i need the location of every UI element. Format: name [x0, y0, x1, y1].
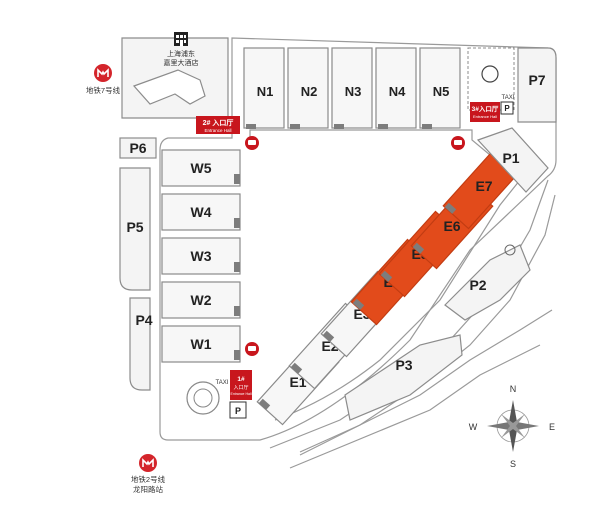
hall-door	[234, 262, 240, 272]
lower-road	[299, 309, 553, 456]
hall-label: N4	[389, 84, 406, 99]
parking-label-p1: P1	[502, 150, 519, 166]
hall-door	[234, 174, 240, 184]
hall-label: W3	[191, 248, 212, 264]
parking-zone-p1	[476, 127, 549, 193]
entrance-2-title: 2# 入口厅	[203, 119, 234, 127]
parking-label-p6: P6	[129, 140, 146, 156]
hall-w1[interactable]: W1	[161, 325, 241, 363]
bus-icon-east	[451, 136, 465, 150]
entrance-3-subtitle: Entrance Hall	[473, 114, 497, 119]
hall-door	[378, 124, 388, 129]
hall-door	[234, 218, 240, 228]
parking-sign-north	[500, 101, 514, 115]
hall-door	[444, 202, 457, 214]
parking-zone-p3	[344, 334, 463, 421]
hall-label: N5	[433, 84, 450, 99]
entrance-3-title: 3#入口厅	[472, 105, 499, 113]
compass-rose-icon	[487, 400, 539, 452]
parking-label-p2: P2	[469, 277, 486, 293]
metro-icon-line2	[139, 454, 157, 472]
hall-label: E7	[475, 178, 492, 194]
hall-w5[interactable]: W5	[161, 149, 241, 187]
parking-zone-p4	[129, 297, 151, 391]
hall-label: E6	[443, 218, 460, 234]
hall-door	[246, 124, 256, 129]
hall-label: W5	[191, 160, 212, 176]
compass-w: W	[469, 422, 478, 432]
entrance-1-cn: 入口厅	[233, 385, 248, 391]
hall-w3[interactable]: W3	[161, 237, 241, 275]
bus-icon-north	[245, 136, 259, 150]
metro-line7-label: 地铁7号线	[86, 85, 121, 95]
hall-n3[interactable]: N3	[331, 47, 373, 129]
roundabout-east	[504, 244, 516, 256]
hall-door	[422, 124, 432, 129]
taxi-loop-north	[481, 65, 499, 83]
parking-zone-p5	[119, 167, 151, 291]
entrance-2-subtitle: Entrance Hall	[204, 128, 231, 133]
parking-label-p5: P5	[126, 219, 143, 235]
parking-sign-south	[229, 401, 247, 419]
hall-door	[412, 242, 425, 254]
taxi-loop-south	[186, 381, 220, 415]
hall-label: N3	[345, 84, 362, 99]
parking-zone-p7	[517, 47, 557, 123]
hall-label: N1	[257, 84, 274, 99]
hall-door	[290, 362, 303, 374]
hall-door	[234, 306, 240, 316]
hall-door	[380, 270, 393, 282]
parking-label-p3: P3	[395, 357, 412, 373]
hall-label: W1	[191, 336, 212, 352]
hotel-name-line2: 嘉里大酒店	[164, 58, 199, 67]
bus-icon-south	[245, 342, 259, 356]
hall-door	[258, 398, 271, 410]
compass-s: S	[510, 459, 516, 469]
lower-road-2	[289, 344, 541, 469]
metro-line2-label-2: 龙阳路站	[133, 484, 163, 494]
entrance-1-title: 1#	[237, 376, 245, 383]
hall-w2[interactable]: W2	[161, 281, 241, 319]
entrance-1-sign[interactable]	[230, 370, 252, 400]
metro-icon-line7	[94, 64, 112, 82]
entrance-3-sign[interactable]	[470, 102, 500, 122]
hall-door	[322, 330, 335, 342]
parking-label-p4: P4	[135, 312, 152, 328]
hall-n2[interactable]: N2	[287, 47, 329, 129]
hall-door	[290, 124, 300, 129]
compass-n: N	[510, 384, 517, 394]
taxi-label-north: TAXI	[502, 95, 515, 101]
metro-line2-label-1: 地铁2号线	[131, 474, 166, 484]
parking-zone-p6	[119, 137, 157, 159]
hall-label: W2	[191, 292, 212, 308]
entrance-1-subtitle: Entrance Hall	[230, 392, 251, 396]
taxi-label-south: TAXI	[216, 380, 229, 386]
outer-road	[269, 179, 549, 449]
hotel-icon	[174, 32, 188, 46]
hall-n5[interactable]: N5	[419, 47, 461, 129]
entrance-2-sign[interactable]	[196, 116, 240, 134]
hall-w4[interactable]: W4	[161, 193, 241, 231]
hall-n1[interactable]: N1	[243, 47, 285, 129]
hall-n4[interactable]: N4	[375, 47, 417, 129]
hotel-name-line1: 上海浦东	[167, 49, 195, 58]
hall-door	[352, 298, 365, 310]
hotel-building	[132, 69, 206, 105]
parking-label-p7: P7	[528, 72, 545, 88]
parking-sign-south-glyph: P	[235, 406, 241, 416]
hall-label: N2	[301, 84, 318, 99]
parking-sign-north-glyph: P	[504, 104, 510, 113]
hall-door	[234, 350, 240, 360]
hall-door	[334, 124, 344, 129]
compass-e: E	[549, 422, 555, 432]
hall-label: W4	[191, 204, 212, 220]
parking-zone-p2	[444, 244, 531, 321]
taxi-loop-south-inner	[193, 388, 213, 408]
